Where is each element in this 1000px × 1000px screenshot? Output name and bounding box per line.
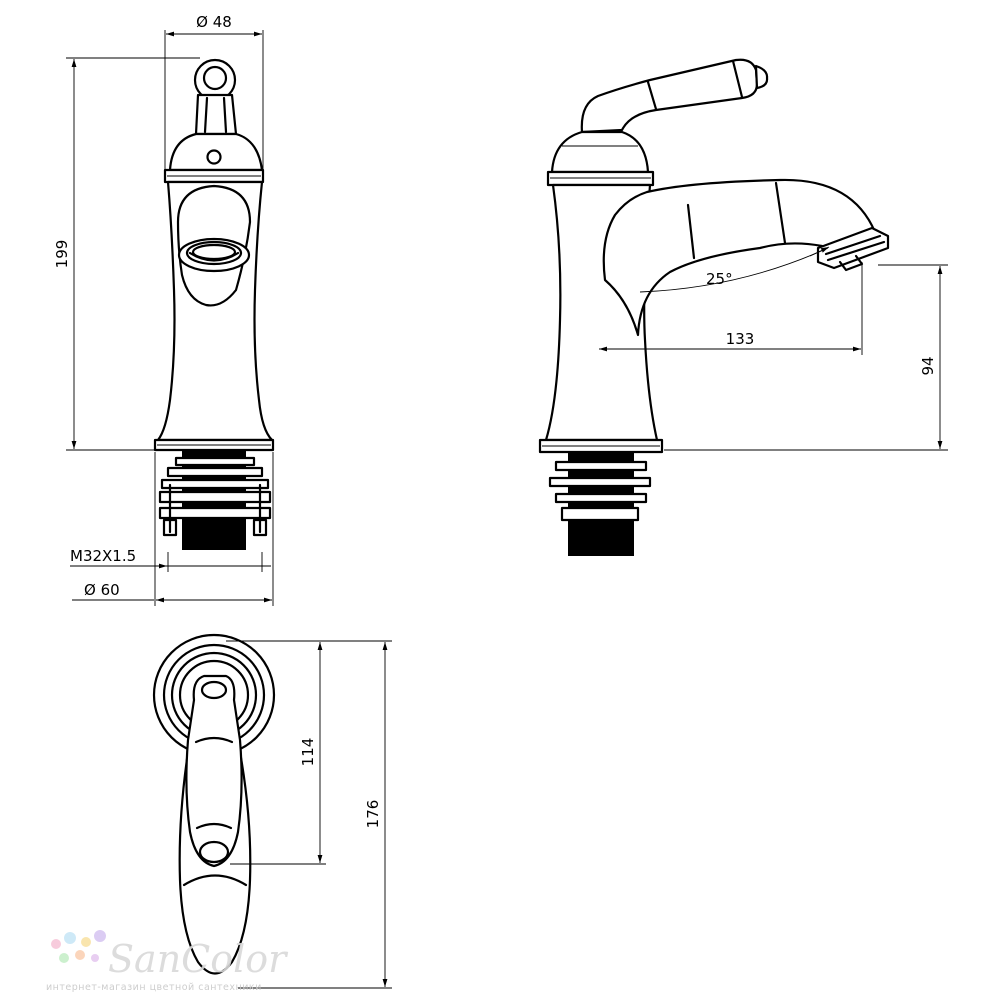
dim-spout-height: 94 bbox=[919, 356, 937, 375]
brand-watermark: SanColor интернет-магазин цветной сантех… bbox=[46, 930, 289, 993]
dim-total-length: 176 bbox=[364, 800, 382, 829]
brand-name: SanColor bbox=[108, 937, 289, 981]
logo-dots bbox=[51, 930, 106, 963]
dim-handle-length: 114 bbox=[299, 738, 317, 767]
dim-top-width: Ø 48 bbox=[196, 13, 232, 31]
dim-thread: M32X1.5 bbox=[70, 547, 136, 565]
top-dimensions: 114 176 bbox=[226, 640, 392, 989]
top-view bbox=[152, 633, 276, 975]
front-dimensions: Ø 48 199 M32X1.5 Ø 60 bbox=[53, 13, 274, 606]
brand-tagline: интернет-магазин цветной сантехники bbox=[46, 982, 262, 993]
dim-height: 199 bbox=[53, 240, 71, 269]
side-dimensions: 25° 133 94 bbox=[599, 246, 948, 451]
side-view bbox=[538, 58, 890, 556]
front-view bbox=[153, 58, 275, 550]
dim-spout-angle: 25° bbox=[706, 270, 733, 288]
dim-base-diameter: Ø 60 bbox=[84, 581, 120, 599]
dim-spout-reach: 133 bbox=[726, 330, 755, 348]
